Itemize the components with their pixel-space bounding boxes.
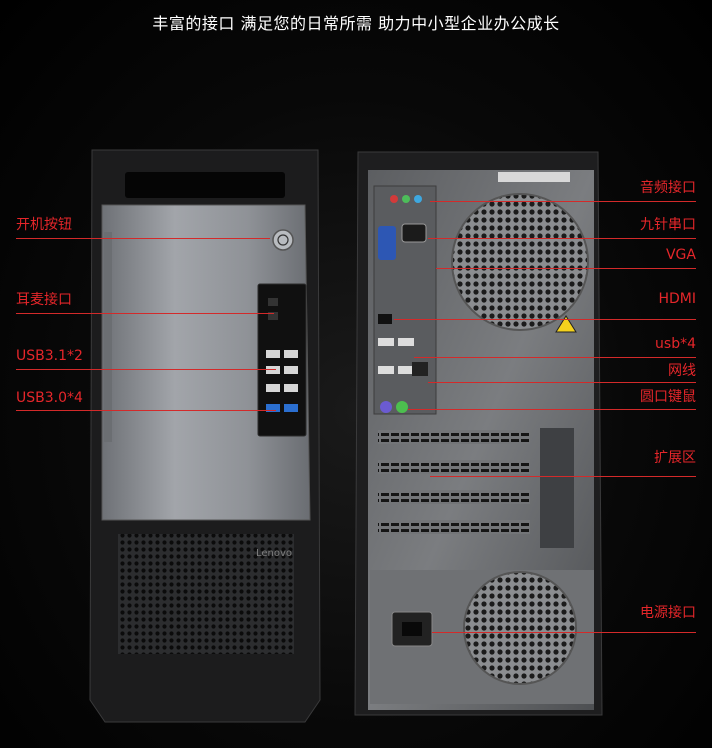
callout-usb31: USB3.1*2 — [16, 348, 83, 364]
callout-line — [428, 382, 696, 383]
callout-line — [16, 369, 276, 370]
callout-line — [432, 632, 696, 633]
callout-line — [436, 268, 696, 269]
callout-line — [408, 409, 696, 410]
power-socket — [391, 611, 433, 647]
rear-tower — [354, 151, 603, 716]
callout-hdmi: HDMI — [658, 291, 696, 307]
callout-usb: usb*4 — [655, 336, 696, 352]
callout-line — [428, 238, 696, 239]
callout-line — [430, 476, 696, 477]
headline: 丰富的接口 满足您的日常所需 助力中小型企业办公成长 — [152, 14, 560, 33]
callout-line — [16, 313, 274, 314]
callout-line — [394, 319, 696, 320]
callout-vga: VGA — [665, 247, 696, 263]
lenovo-logo: Lenovo — [256, 548, 292, 559]
front-usb-ports — [266, 350, 298, 412]
callout-power-button: 开机按钮 — [16, 217, 72, 233]
front-tower: Lenovo — [89, 149, 321, 723]
callout-line — [414, 357, 696, 358]
callout-serial: 九针串口 — [640, 217, 696, 233]
callout-line — [16, 410, 276, 411]
callout-usb30: USB3.0*4 — [16, 390, 83, 406]
callout-headset: 耳麦接口 — [16, 292, 72, 308]
callout-lan: 网线 — [668, 363, 696, 379]
callout-audio-rear: 音频接口 — [640, 180, 696, 196]
power-button — [272, 229, 294, 251]
callout-ps2: 圆口键鼠 — [640, 389, 696, 405]
callout-expansion: 扩展区 — [654, 450, 696, 466]
callout-power-in: 电源接口 — [640, 605, 696, 621]
callout-line — [16, 238, 270, 239]
callout-line — [430, 201, 696, 202]
